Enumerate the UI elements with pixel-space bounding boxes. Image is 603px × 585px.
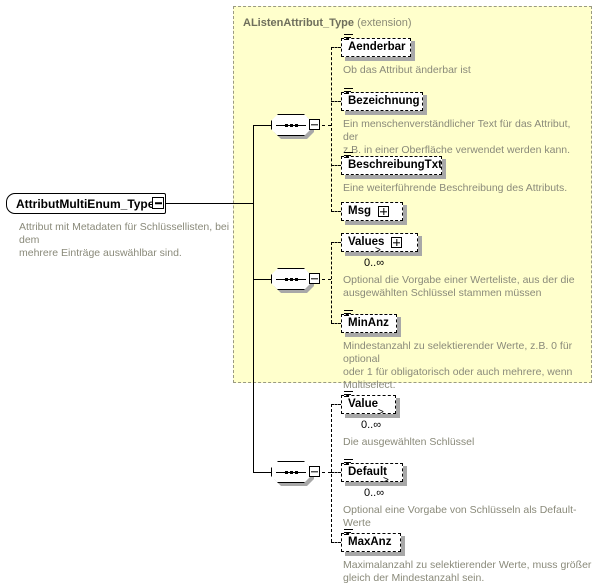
- beschreibungtxt-shadow-right: [442, 159, 446, 179]
- root-type-shadow: [10, 214, 170, 218]
- documentation-aenderbar: Ob das Attribut änderbar ist: [343, 64, 471, 76]
- attribute-marker-icon: [344, 310, 353, 318]
- trunk-to-seq3-line: [253, 472, 271, 474]
- root-type-collapse-icon[interactable]: [152, 197, 164, 209]
- root-type-documentation: Attribut mit Metadaten für Schlüssellist…: [19, 221, 230, 259]
- element-label-aenderbar: Aenderbar: [348, 40, 406, 53]
- element-box-beschreibungtxt[interactable]: BeschreibungTxt: [341, 152, 442, 175]
- branch-line-beschreibungtxt: [331, 165, 341, 166]
- values-shadow-right: [418, 236, 422, 256]
- attribute-marker-icon: [344, 529, 353, 537]
- values-repeat-tick-icon: >: [375, 245, 381, 256]
- documentation-value: Die ausgewählten Schlüssel: [343, 436, 475, 448]
- trunk-to-seq1-line: [253, 125, 271, 127]
- element-label-values: Values: [348, 235, 385, 248]
- element-label-value: Value: [348, 397, 379, 410]
- msg-shadow: [345, 221, 407, 225]
- branch-line-msg: [331, 211, 341, 212]
- aenderbar-shadow: [345, 57, 415, 61]
- sequence-3-dots-icon: [278, 471, 304, 474]
- documentation-bezeichnung: Ein menschenverständlicher Text für das …: [343, 118, 571, 156]
- element-box-maxanz[interactable]: MaxAnz: [341, 529, 401, 552]
- attribute-marker-icon: [344, 152, 353, 160]
- sequence-connector-3[interactable]: [271, 461, 320, 486]
- root-type-box[interactable]: AttributMultiEnum_Type: [6, 193, 166, 214]
- branch-line-maxanz: [331, 542, 341, 543]
- values-shadow: [345, 252, 422, 256]
- default-shadow: [345, 482, 407, 486]
- branch-line-default: [331, 472, 341, 473]
- element-box-aenderbar[interactable]: Aenderbar: [341, 34, 411, 57]
- msg-expand-icon[interactable]: [378, 206, 389, 217]
- element-label-minanz: MinAnz: [348, 316, 389, 329]
- element-box-value[interactable]: Value: [341, 391, 396, 414]
- value-shadow: [345, 414, 400, 418]
- element-box-default[interactable]: Default: [341, 459, 403, 482]
- seq2-out-line: [322, 279, 331, 280]
- documentation-maxanz: Maximalanzahl zu selektierender Werte, m…: [343, 559, 592, 584]
- aenderbar-shadow-right: [411, 41, 415, 61]
- attribute-marker-icon: [344, 88, 353, 96]
- default-repeat-tick-icon: >: [383, 475, 389, 486]
- msg-shadow-right: [403, 205, 407, 225]
- maxanz-shadow-right: [401, 536, 405, 556]
- branch-line-bezeichnung: [331, 101, 341, 102]
- element-label-default: Default: [348, 465, 387, 478]
- extension-group-kind: (extension): [357, 17, 412, 29]
- element-box-msg[interactable]: Msg: [341, 202, 403, 221]
- documentation-default: Optional eine Vorgabe von Schlüsseln als…: [343, 504, 577, 529]
- root-type-shadow-right: [166, 196, 170, 218]
- bezeichnung-shadow: [345, 111, 427, 115]
- trunk-line-horizontal: [165, 202, 254, 204]
- branch-line-value: [331, 404, 341, 405]
- default-shadow-right: [403, 466, 407, 486]
- seq3-out-line: [322, 472, 331, 473]
- element-label-beschreibungtxt: BeschreibungTxt: [348, 158, 442, 171]
- element-box-values[interactable]: Values: [341, 233, 418, 252]
- sequence-connector-2[interactable]: [271, 268, 320, 293]
- extension-group-panel: [233, 6, 592, 383]
- branch-line-minanz: [331, 323, 341, 324]
- sequence-2-dots-icon: [278, 278, 304, 281]
- branch-line-aenderbar: [331, 47, 341, 48]
- seq1-branch-bus: [331, 47, 332, 212]
- seq2-branch-bus: [331, 242, 332, 323]
- documentation-beschreibungtxt: Eine weiterführende Beschreibung des Att…: [343, 182, 568, 194]
- occurrence-value: 0..∞: [361, 419, 382, 431]
- sequence-3-collapse-icon[interactable]: [309, 466, 320, 477]
- attribute-marker-icon: [344, 459, 353, 467]
- seq3-branch-bus: [331, 404, 332, 542]
- seq1-out-line: [322, 125, 331, 126]
- sequence-2-collapse-icon[interactable]: [309, 273, 320, 284]
- attribute-marker-icon: [344, 34, 353, 42]
- root-type-label: AttributMultiEnum_Type: [16, 196, 155, 211]
- values-expand-icon[interactable]: [391, 237, 403, 248]
- element-label-bezeichnung: Bezeichnung: [348, 94, 420, 107]
- sequence-1-collapse-icon[interactable]: [309, 119, 320, 130]
- occurrence-values: 0..∞: [364, 257, 385, 269]
- minanz-shadow-right: [397, 317, 401, 337]
- value-shadow-right: [396, 398, 400, 418]
- value-repeat-tick-icon: >: [378, 407, 384, 418]
- occurrence-default: 0..∞: [364, 487, 385, 499]
- extension-group-title: AListenAttribut_Type (extension): [243, 17, 412, 29]
- sequence-1-dots-icon: [278, 124, 304, 127]
- extension-group-type-name: AListenAttribut_Type: [243, 17, 355, 29]
- attribute-marker-icon: [344, 391, 353, 399]
- element-box-minanz[interactable]: MinAnz: [341, 310, 397, 333]
- element-box-bezeichnung[interactable]: Bezeichnung: [341, 88, 423, 111]
- branch-line-values: [331, 242, 341, 243]
- element-label-msg: Msg: [348, 204, 371, 217]
- trunk-to-seq2-line: [253, 279, 271, 281]
- beschreibungtxt-shadow: [345, 175, 446, 179]
- documentation-minanz: Mindestanzahl zu selektierender Werte, z…: [343, 340, 573, 391]
- bezeichnung-shadow-right: [423, 95, 427, 115]
- trunk-line-vertical: [253, 125, 255, 473]
- sequence-connector-1[interactable]: [271, 114, 320, 139]
- maxanz-shadow: [345, 552, 405, 556]
- minanz-shadow: [345, 333, 401, 337]
- element-label-maxanz: MaxAnz: [348, 535, 392, 548]
- documentation-values: Optional die Vorgabe einer Werteliste, a…: [343, 274, 575, 299]
